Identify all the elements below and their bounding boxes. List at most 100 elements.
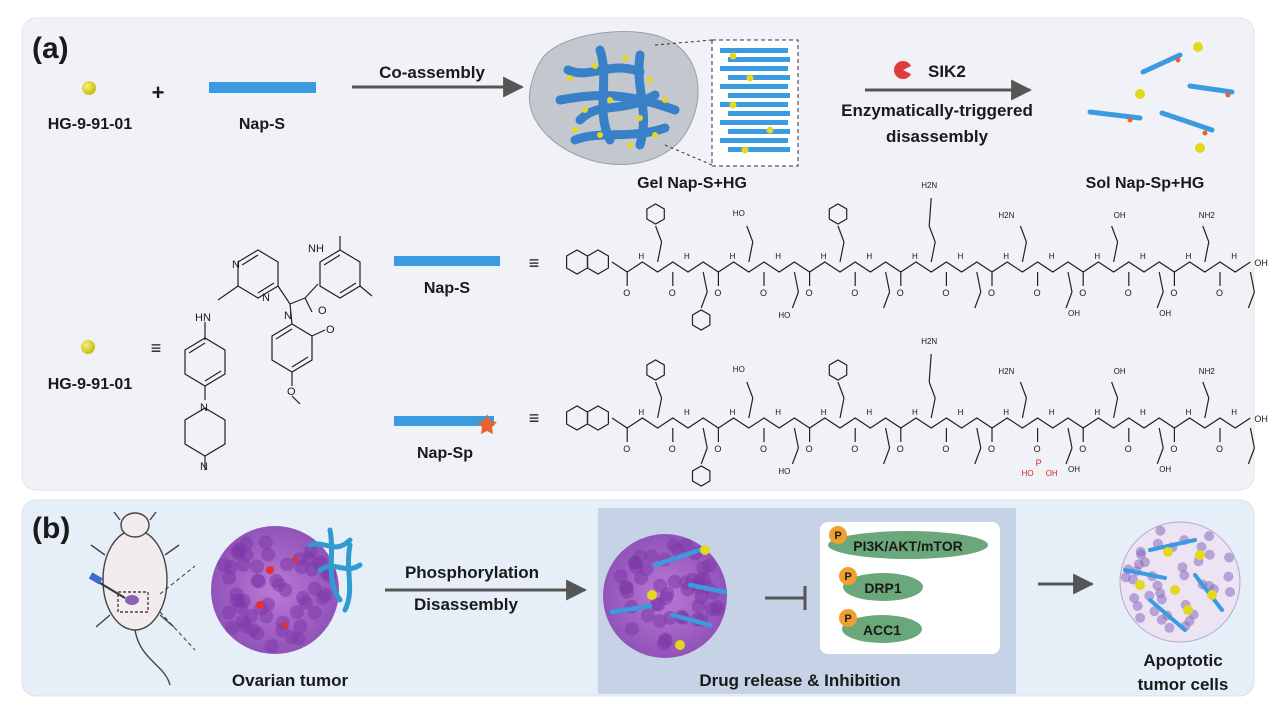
nh-group: H (958, 252, 964, 261)
side-chain (1021, 241, 1027, 263)
tumor-cell (667, 574, 682, 589)
apoptotic-drugs (1135, 547, 1217, 615)
svg-text:P: P (834, 530, 841, 542)
tumor-cell (624, 622, 639, 636)
hydroxyl-group: OH (1159, 465, 1171, 474)
side-chain (930, 241, 936, 263)
nh-group: H (1186, 252, 1192, 261)
svg-text:O: O (326, 324, 335, 336)
release-label: Drug release & Inhibition (699, 671, 900, 690)
tumor-cell (1179, 570, 1190, 581)
side-chain (1249, 427, 1255, 449)
side-chain (974, 447, 982, 465)
side-chain (1156, 447, 1164, 465)
tumor-cell (1204, 549, 1215, 560)
nap-s-bar-icon-2 (394, 256, 500, 266)
nap-sp-label: Nap-Sp (417, 445, 473, 462)
side-chain (702, 271, 708, 293)
zoom-line-bottom (664, 144, 713, 166)
oxygen-atom: O (1216, 444, 1223, 454)
naphthalene-ring (586, 249, 610, 275)
nh-group: H (684, 252, 690, 261)
zoom-line-b2 (159, 611, 196, 651)
side-chain (1204, 241, 1210, 263)
tumor-cell (691, 599, 706, 614)
target-pi3k: P PI3K/AKT/mTOR (828, 526, 988, 559)
acid-group: HO (778, 467, 790, 476)
plus-sign: + (152, 80, 165, 105)
terminal-oh: OH (1254, 258, 1268, 268)
nh-group: H (638, 408, 644, 417)
side-chain (1202, 225, 1210, 243)
nh-group: H (1049, 252, 1055, 261)
side-chain (1067, 271, 1073, 293)
enzymatic-line1: Enzymatically-triggered (841, 101, 1033, 120)
nh-group: H (1003, 252, 1009, 261)
tumor-cell (307, 581, 322, 596)
panel-a-background (21, 17, 1255, 491)
tumor-cell (613, 569, 628, 584)
tumor-cell (1144, 590, 1155, 601)
side-chain (700, 447, 708, 465)
tumor-cell (644, 549, 659, 564)
tumor-cell (280, 557, 295, 572)
side-chain (1158, 271, 1164, 293)
drug-bead-icon (82, 81, 96, 95)
svg-text:N: N (200, 402, 208, 414)
oxygen-atom: O (1125, 444, 1132, 454)
released-peptides (609, 547, 728, 628)
tumor-cell (291, 631, 306, 646)
nap-sp-bar-icon (394, 416, 494, 426)
side-chain (1247, 447, 1255, 465)
oxygen-atom: O (760, 444, 767, 454)
tumor-cell (278, 582, 293, 597)
side-chain (655, 381, 663, 399)
phosphate-p: P (1036, 458, 1042, 468)
tumor-cell (1196, 541, 1207, 552)
side-chain (655, 225, 663, 243)
tumor-cell (233, 600, 248, 615)
tumor-cell (633, 549, 648, 564)
phospho-star-icon (477, 414, 497, 434)
tumor-cell (289, 605, 304, 620)
oxygen-atom: O (1079, 288, 1086, 298)
nh-group: H (912, 408, 918, 417)
sol-label: Sol Nap-Sp+HG (1086, 175, 1205, 192)
side-chain (1156, 291, 1164, 309)
nh-group: H (638, 252, 644, 261)
aromatic-ring (691, 309, 711, 331)
tumor-cell (1132, 601, 1143, 611)
nh-group: H (912, 252, 918, 261)
nh-group: H (775, 408, 781, 417)
side-chain (974, 291, 982, 309)
amine-group: NH2 (1199, 367, 1216, 376)
tumor-cell (696, 571, 711, 586)
side-chain (746, 381, 754, 399)
target-drp1: P DRP1 (839, 567, 923, 601)
ovarian-tumor-illustration (211, 526, 339, 654)
side-chain (1113, 241, 1119, 263)
tumor-cell (250, 573, 265, 588)
tumor-cell (261, 547, 276, 562)
oxygen-atom: O (988, 444, 995, 454)
side-chain (883, 291, 891, 309)
svg-text:N: N (200, 461, 208, 473)
nap-sp-peptide-structure: OHOHOHHOOHHOOHOHOHH2NOHOHH2NOHOHOHOHOHOH… (565, 337, 1268, 487)
oxygen-atom: O (897, 288, 904, 298)
side-chain (700, 291, 708, 309)
side-chain (1111, 381, 1119, 399)
tumor-cell (221, 605, 236, 620)
svg-text:N: N (284, 310, 292, 322)
tumor-cell (1155, 588, 1166, 599)
nh-group: H (866, 252, 872, 261)
equiv-sign-drug: ≡ (151, 338, 162, 358)
svg-text:N: N (232, 259, 240, 271)
tumor-cell (1225, 587, 1235, 597)
tumor-cell (1223, 571, 1234, 582)
tumor-cell (1204, 531, 1214, 542)
tumor-cell (670, 542, 685, 557)
equiv-sign-napsp: ≡ (529, 408, 540, 428)
oxygen-atom: O (851, 444, 858, 454)
svg-text:NH: NH (308, 243, 324, 255)
guanidine-group: H2N (921, 181, 937, 190)
